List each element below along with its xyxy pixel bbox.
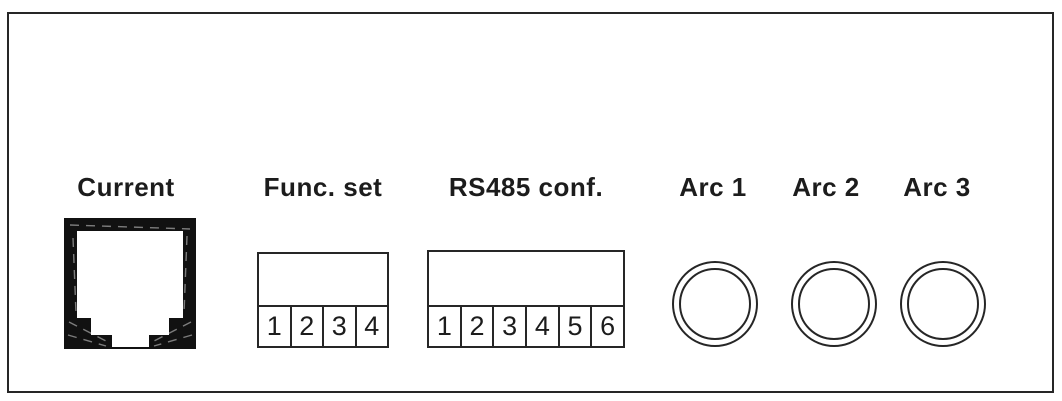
dip-position: 6 xyxy=(590,305,626,348)
dip-position: 4 xyxy=(525,305,560,348)
dip-position: 5 xyxy=(557,305,593,348)
rj45-jack-icon xyxy=(64,218,196,349)
arc-2-label: Arc 2 xyxy=(792,172,860,202)
round-connector-inner-ring xyxy=(798,268,870,340)
round-connector-arc-1 xyxy=(672,261,758,347)
round-connector-arc-3 xyxy=(900,261,986,347)
dip-position: 2 xyxy=(459,305,495,348)
arc-3-label: Arc 3 xyxy=(903,172,971,202)
dip-position: 1 xyxy=(427,305,462,348)
dip-switch-positions: 1 2 3 4 xyxy=(257,305,389,348)
dip-switch-positions: 1 2 3 4 5 6 xyxy=(427,305,626,348)
round-connector-inner-ring xyxy=(907,268,979,340)
dip-position: 4 xyxy=(354,305,389,348)
jack-hatch-lines xyxy=(67,224,193,347)
dip-position: 2 xyxy=(289,305,324,348)
dip-position: 1 xyxy=(257,305,292,348)
dip-switch-rs485-conf: 1 2 3 4 5 6 xyxy=(427,250,626,348)
dip-position: 3 xyxy=(322,305,357,348)
rs485-conf-label: RS485 conf. xyxy=(448,172,604,202)
dip-switch-body xyxy=(427,250,625,307)
round-connector-inner-ring xyxy=(679,268,751,340)
current-label: Current xyxy=(77,172,175,202)
dip-position: 3 xyxy=(492,305,528,348)
dip-switch-body xyxy=(257,252,389,307)
func-set-label: Func. set xyxy=(263,172,383,202)
arc-1-label: Arc 1 xyxy=(679,172,747,202)
dip-switch-func-set: 1 2 3 4 xyxy=(257,252,389,348)
round-connector-arc-2 xyxy=(791,261,877,347)
